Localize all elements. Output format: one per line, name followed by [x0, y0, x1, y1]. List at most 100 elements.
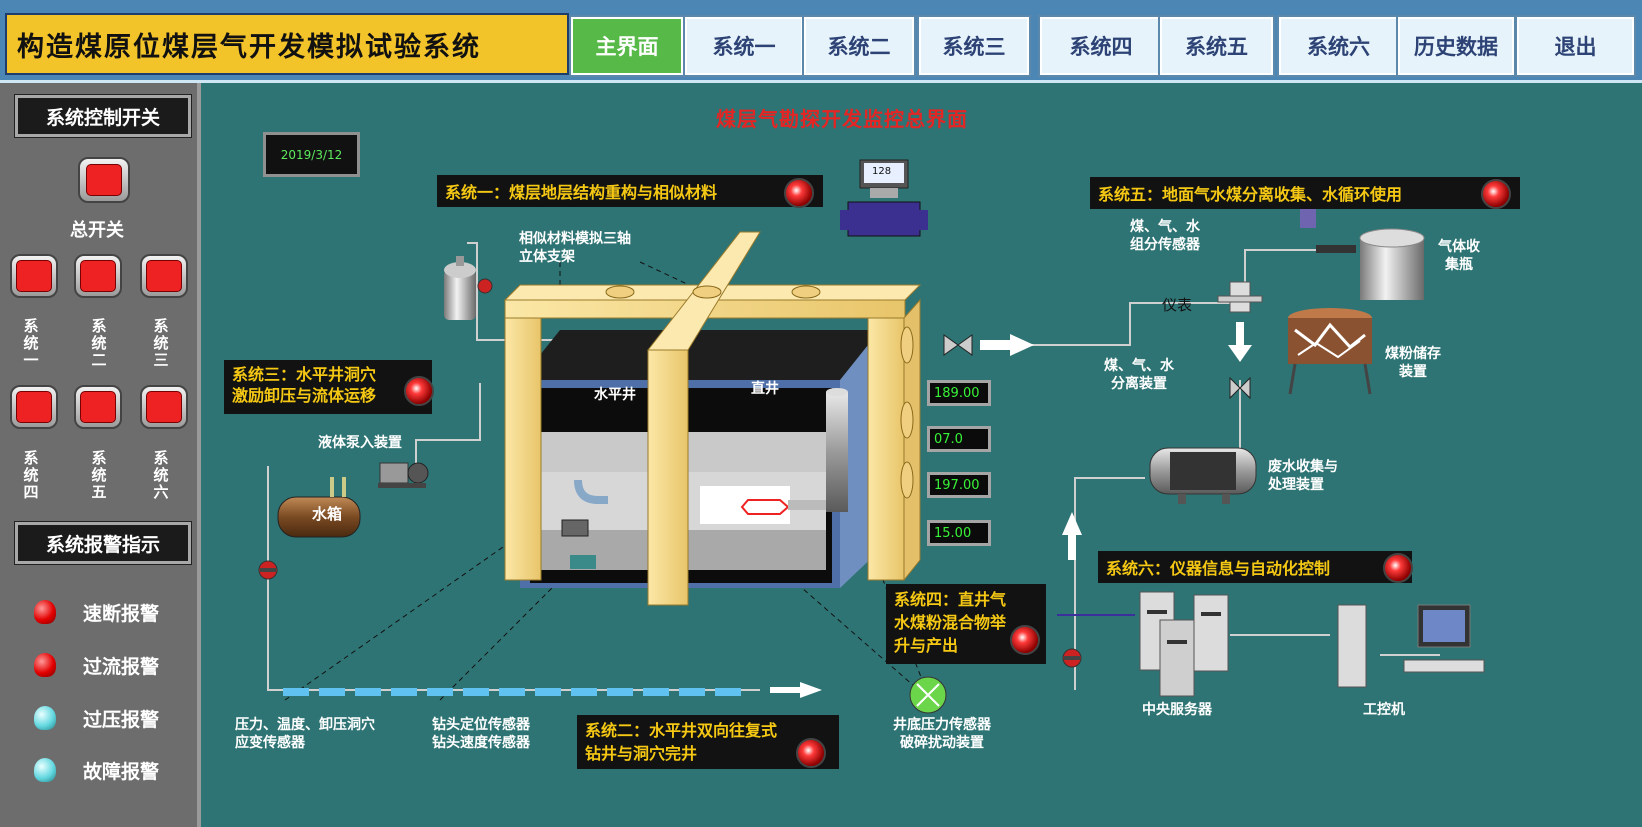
water-tank-label: 水箱: [312, 505, 343, 523]
waste-water-tank: [1149, 447, 1257, 504]
coal-storage-line2: 装置: [1399, 364, 1427, 380]
bottom-pressure-sensor: [909, 676, 947, 714]
red-button-icon: [80, 391, 116, 423]
vertical-well-label: 直井: [751, 381, 779, 397]
gas-collection-bottle: [1359, 228, 1425, 300]
meter-reading: 128: [872, 166, 892, 177]
separation-label: 煤、气、水分离装置: [1104, 357, 1174, 393]
system4-status-indicator[interactable]: [1010, 625, 1040, 655]
support-label: 相似材料模拟三轴立体支架: [519, 230, 631, 266]
nav-tab-1[interactable]: 主界面: [569, 15, 685, 77]
red-button-icon: [16, 260, 52, 292]
system4-label-line3: 升与产出: [894, 636, 959, 655]
nav-tab-5[interactable]: 系统四: [1038, 15, 1164, 77]
alarm-label-4: 故障报警: [83, 761, 160, 783]
system3-label[interactable]: 系统三：水平井洞穴 激励卸压与流体运移: [224, 360, 432, 414]
liquid-pump: [378, 462, 429, 488]
system-switch-label-3: 系统三: [153, 317, 169, 369]
coal-storage-line1: 煤粉储存: [1385, 346, 1441, 362]
gas-bottle-line2: 集瓶: [1445, 257, 1473, 273]
system1-label-text: 系统一：煤层地层结构重构与相似材料: [445, 183, 718, 202]
nav-tab-8[interactable]: 历史数据: [1396, 15, 1516, 77]
red-button-icon: [146, 391, 182, 423]
alarm-lamp-icon-2: [34, 653, 56, 677]
reading-display-3: 197.00: [927, 472, 991, 498]
red-button-icon: [16, 391, 52, 423]
gas-bottle-label: 气体收集瓶: [1438, 238, 1480, 274]
system3-status-indicator[interactable]: [404, 376, 434, 406]
system-switch-button-2[interactable]: [74, 254, 122, 298]
nav-tab-6[interactable]: 系统五: [1158, 15, 1275, 77]
system5-status-indicator[interactable]: [1481, 179, 1511, 209]
composition-sensor-line1: 煤、气、水: [1130, 219, 1200, 235]
nav-tab-2[interactable]: 系统一: [683, 15, 805, 77]
system6-label-text: 系统六：仪器信息与自动化控制: [1106, 559, 1331, 578]
nav-tab-7[interactable]: 系统六: [1277, 15, 1400, 77]
server-label: 中央服务器: [1142, 702, 1212, 718]
master-switch-button[interactable]: [78, 157, 130, 203]
system2-label-line2: 钻井与洞穴完井: [585, 744, 698, 763]
reading-display-4: 15.00: [927, 520, 991, 546]
system-switch-button-3[interactable]: [140, 254, 188, 298]
system5-label[interactable]: 系统五：地面气水煤分离收集、水循环使用: [1090, 177, 1520, 209]
system-switch-label-4: 系统四: [23, 449, 39, 501]
date-display: 2019/3/12: [263, 132, 360, 177]
alarm-label-3: 过压报警: [83, 709, 160, 731]
system-switch-button-5[interactable]: [74, 385, 122, 429]
vertical-well-pipe: [826, 388, 848, 512]
coal-storage-device: [1288, 308, 1372, 395]
system1-status-indicator[interactable]: [784, 178, 814, 208]
alarm-label-2: 过流报警: [83, 656, 160, 678]
strain-sensor-line2: 应变传感器: [235, 735, 305, 751]
system-switch-button-4[interactable]: [10, 385, 58, 429]
system-switch-button-1[interactable]: [10, 254, 58, 298]
reading-display-1: 189.00: [927, 380, 991, 406]
alarm-indicator-title: 系统报警指示: [14, 521, 192, 565]
nav-tab-3[interactable]: 系统二: [802, 15, 916, 77]
waste-water-label: 废水收集与处理装置: [1268, 458, 1338, 494]
system-switch-button-6[interactable]: [140, 385, 188, 429]
composition-sensor-line2: 组分传感器: [1130, 237, 1200, 253]
system6-label[interactable]: 系统六：仪器信息与自动化控制: [1098, 551, 1412, 583]
nav-tab-4[interactable]: 系统三: [917, 15, 1031, 77]
flow-meter: [840, 159, 928, 237]
drill-sensor-line1: 钻头定位传感器: [432, 717, 530, 733]
system-switch-label-1: 系统一: [23, 317, 39, 369]
strain-sensor-line1: 压力、温度、卸压洞穴: [235, 717, 375, 733]
composition-sensor-label: 煤、气、水组分传感器: [1130, 218, 1200, 254]
gas-bottle-line1: 气体收: [1438, 239, 1480, 255]
waste-water-line1: 废水收集与: [1268, 459, 1338, 475]
alarm-lamp-icon-1: [34, 600, 56, 624]
main-screen-title: 煤层气勘探开发监控总界面: [716, 107, 968, 131]
support-label-line2: 立体支架: [519, 249, 575, 265]
separation-line1: 煤、气、水: [1104, 358, 1174, 374]
industrial-pc: [1337, 604, 1485, 688]
system-switch-label-2: 系统二: [91, 317, 107, 369]
system-control-title: 系统控制开关: [14, 94, 192, 138]
nav-tab-9[interactable]: 退出: [1515, 15, 1636, 77]
system4-label[interactable]: 系统四：直井气 水煤粉混合物举 升与产出: [886, 584, 1046, 664]
app-title: 构造煤原位煤层气开发模拟试验系统: [5, 13, 569, 75]
system2-status-indicator[interactable]: [796, 738, 826, 768]
waste-water-line2: 处理装置: [1268, 477, 1324, 493]
system1-label[interactable]: 系统一：煤层地层结构重构与相似材料: [437, 175, 823, 207]
ipc-label: 工控机: [1363, 702, 1405, 718]
master-switch-label: 总开关: [70, 220, 124, 241]
system2-label[interactable]: 系统二：水平井双向往复式 钻井与洞穴完井: [577, 715, 839, 769]
red-button-icon: [86, 164, 122, 196]
system5-label-text: 系统五：地面气水煤分离收集、水循环使用: [1098, 185, 1403, 204]
coal-storage-label: 煤粉储存装置: [1385, 345, 1441, 381]
strain-sensor-label: 压力、温度、卸压洞穴应变传感器: [235, 716, 375, 752]
instrument-label: 仪表: [1162, 296, 1193, 314]
valves: [258, 334, 1251, 668]
alarm-lamp-icon-3: [34, 706, 56, 730]
alarm-label-1: 速断报警: [83, 603, 160, 625]
system6-status-indicator[interactable]: [1383, 553, 1413, 583]
left-control-panel: [0, 83, 201, 827]
separation-line2: 分离装置: [1111, 376, 1167, 392]
bottom-sensor-line2: 破碎扰动装置: [900, 735, 984, 751]
red-button-icon: [146, 260, 182, 292]
drill-sensor-label: 钻头定位传感器钻头速度传感器: [432, 716, 530, 752]
central-servers: [1139, 591, 1229, 697]
